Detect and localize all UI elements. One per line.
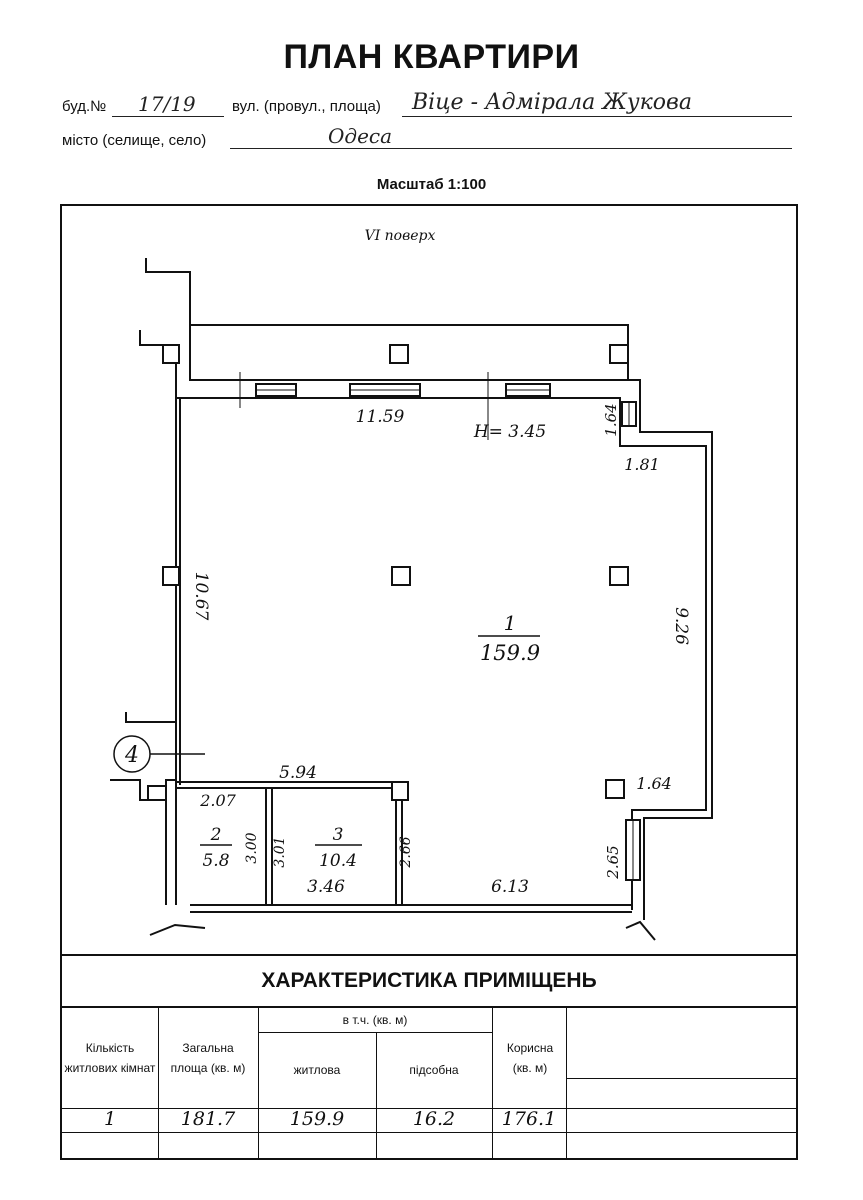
column-left — [162, 566, 180, 586]
characteristics-title: ХАРАКТЕРИСТИКА ПРИМІЩЕНЬ — [62, 956, 796, 1008]
header-auxiliary: підсобна — [409, 1063, 459, 1077]
header-total-area: Загальна площа (кв. м) — [170, 1041, 246, 1075]
scale-label: Масштаб 1:100 — [376, 176, 487, 193]
dim-left: 10.67 — [191, 572, 211, 621]
page-title: ПЛАН КВАРТИРИ — [283, 38, 580, 76]
column-top-right — [609, 344, 629, 364]
dim-middle-wall: 5.94 — [279, 763, 317, 783]
characteristics-table: ХАРАКТЕРИСТИКА ПРИМІЩЕНЬ Кількість житло… — [60, 956, 798, 1160]
city-label: місто (селище, село) — [62, 132, 207, 149]
top-wall-inner — [175, 380, 621, 420]
column-bottom-right — [605, 779, 625, 799]
street-label: вул. (провул., площа) — [232, 98, 381, 115]
value-rooms-count: 1 — [103, 1108, 117, 1130]
right-wall-outer — [628, 379, 713, 920]
column-bottom-mid — [391, 781, 409, 801]
value-total-area: 181.7 — [180, 1108, 236, 1130]
header-rooms-count: Кількість житлових кімнат — [64, 1041, 156, 1075]
dim-right-offset: 1.81 — [624, 455, 660, 474]
dim-right: 9.26 — [671, 607, 691, 645]
header-including: в т.ч. (кв. м) — [342, 1013, 408, 1027]
dim-height-note: H= 3.45 — [473, 422, 546, 442]
value-living: 159.9 — [289, 1108, 345, 1130]
building-number: 17/19 — [138, 92, 196, 116]
left-wall-lower — [165, 779, 176, 905]
dim-room3-bottom: 3.46 — [307, 877, 345, 897]
dim-right-lower: 2.65 — [604, 845, 622, 879]
left-stub-top — [145, 258, 191, 325]
plan-frame — [60, 204, 798, 956]
dim-room2-width: 2.07 — [199, 791, 236, 810]
header-living: житлова — [293, 1063, 341, 1077]
street-underline — [402, 116, 792, 117]
dim-room2-height: 3.00 — [244, 832, 260, 863]
dim-right-small-bottom: 1.64 — [636, 774, 672, 793]
room-3-number: 3 — [333, 825, 344, 845]
dim-room3-right-height: 2.66 — [398, 836, 414, 868]
dim-room3-left-height: 3.01 — [272, 836, 288, 867]
floor-note: VI поверх — [365, 228, 436, 244]
dim-top: 11.59 — [356, 407, 405, 427]
column-center — [391, 566, 411, 586]
room-1-area: 159.9 — [480, 641, 540, 665]
city-value: Одеса — [328, 124, 393, 148]
column-bottom-left — [147, 785, 167, 801]
dim-bottom-right: 6.13 — [491, 877, 529, 897]
stair-marker-number: 4 — [124, 743, 139, 768]
street-value: Віце - Адмірала Жукова — [412, 90, 692, 115]
room-2-area: 5.8 — [202, 851, 229, 871]
value-auxiliary: 16.2 — [412, 1108, 456, 1130]
room-1-number: 1 — [504, 611, 517, 635]
value-useful: 176.1 — [501, 1108, 557, 1130]
room-3-area: 10.4 — [319, 851, 357, 871]
dim-right-small-top: 1.64 — [602, 403, 620, 436]
building-underline — [112, 116, 224, 117]
column-top-mid — [389, 344, 409, 364]
column-top-left — [162, 344, 180, 364]
column-center-right — [609, 566, 629, 586]
header-useful: Корисна (кв. м) — [506, 1041, 554, 1075]
room-2-number: 2 — [210, 825, 222, 845]
city-underline — [230, 148, 792, 149]
building-label: буд.№ — [62, 98, 107, 115]
floor-plan: VI поверх 11.59 H= 3.45 1.64 1.81 9.26 1… — [110, 228, 713, 941]
